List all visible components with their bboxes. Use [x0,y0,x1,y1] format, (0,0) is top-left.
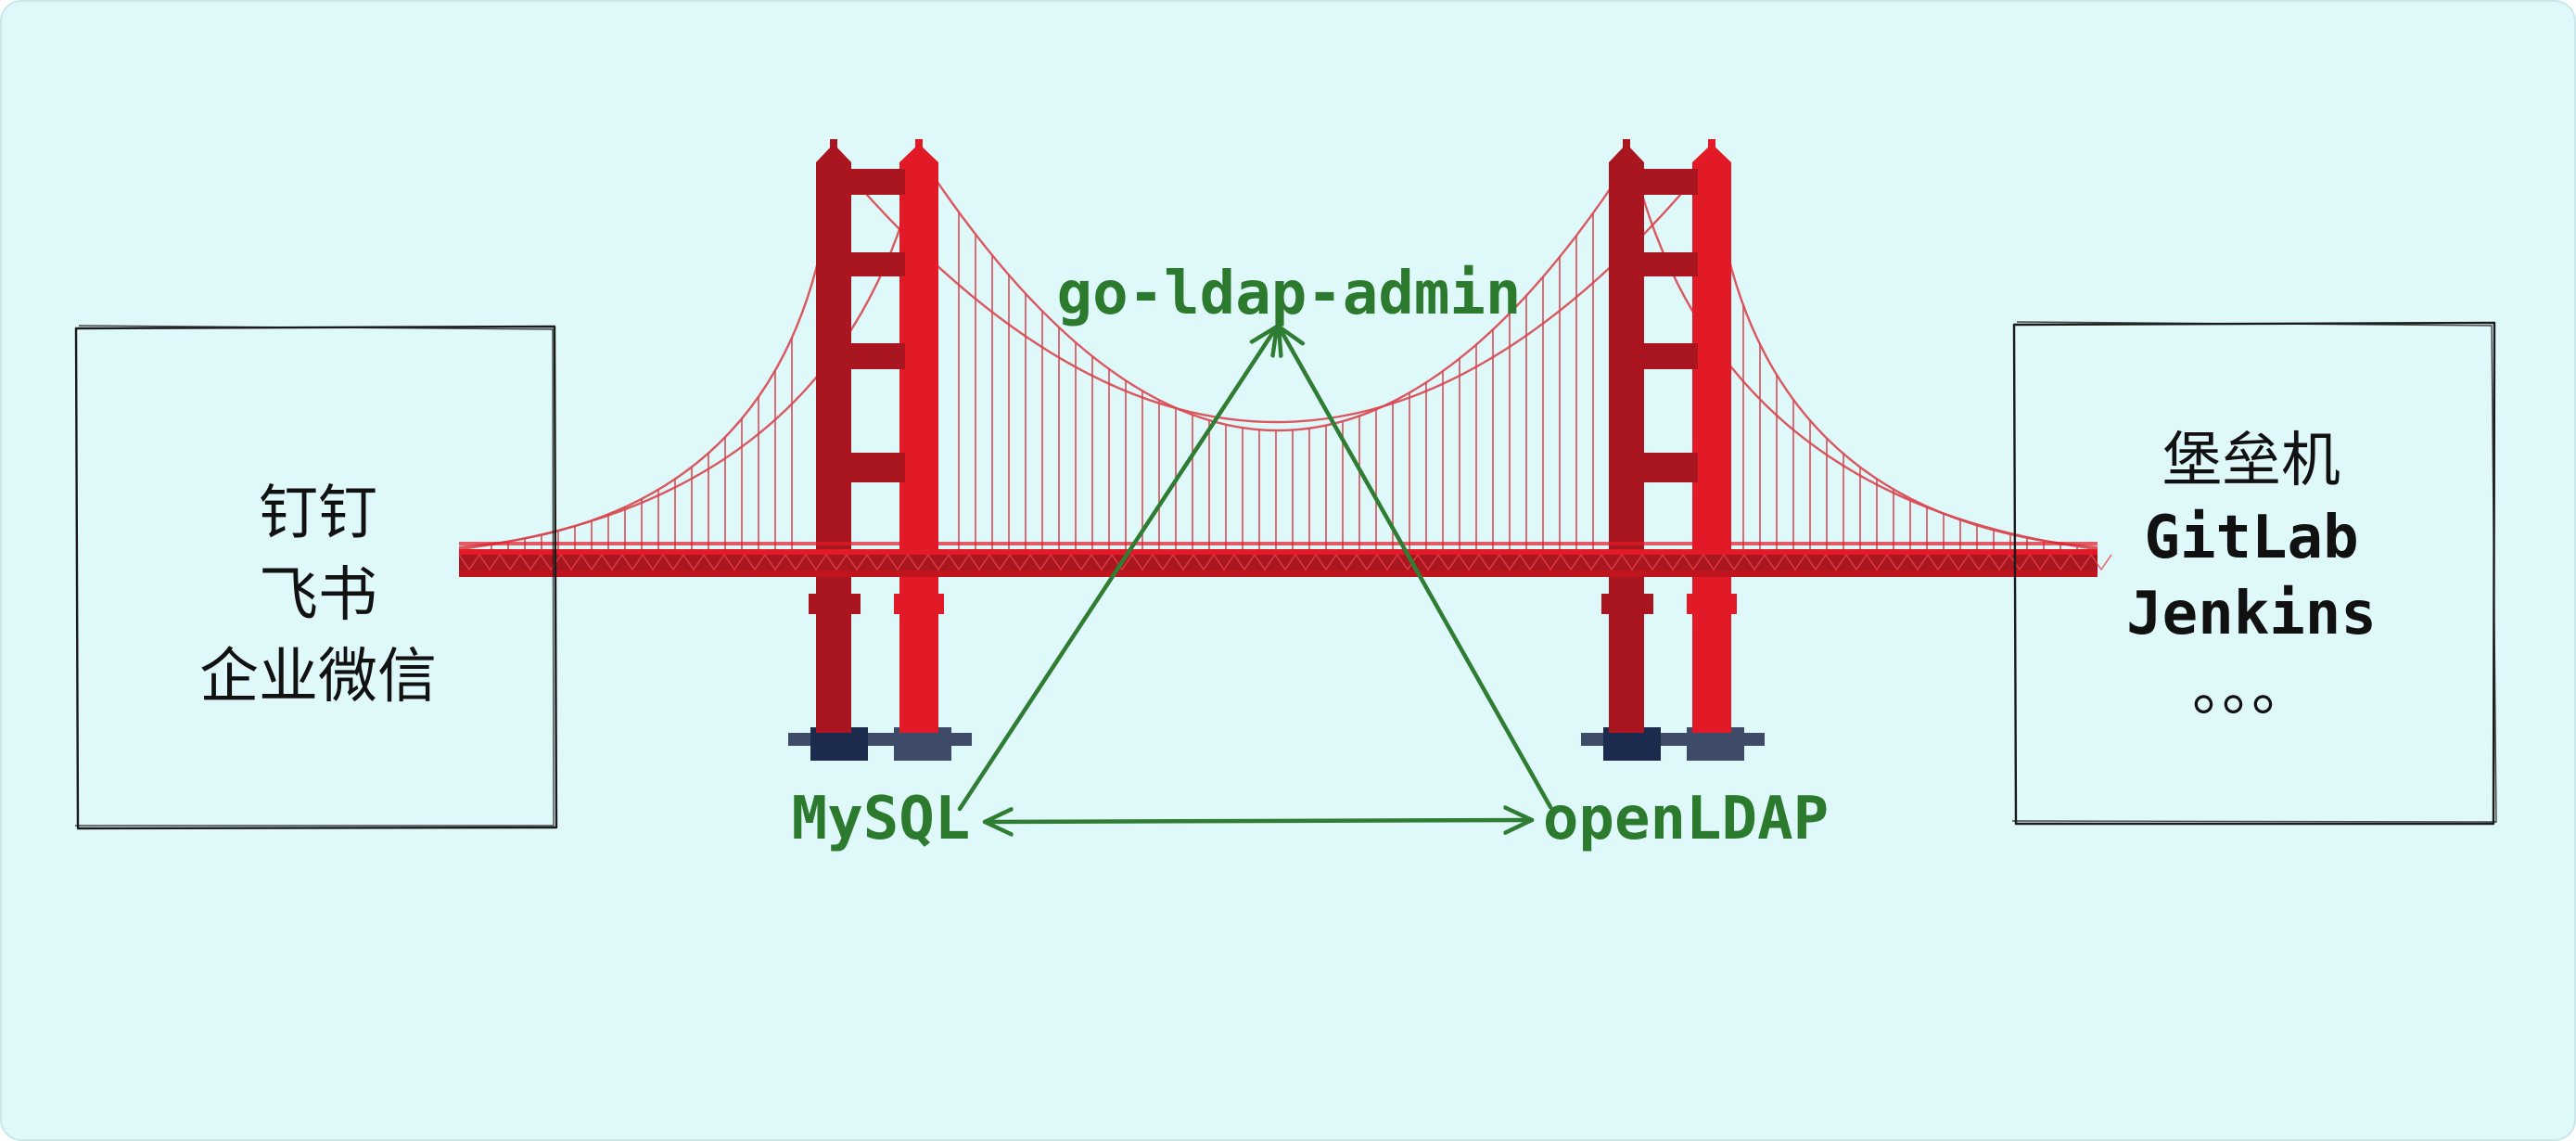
arrow-mysql-to-go-ldap-admin [957,324,1280,812]
left-box-line-1: 钉钉 [259,480,377,548]
bridge-deck [458,542,2112,577]
arrow-openldap-to-go-ldap-admin [1276,324,1553,810]
left-box-line-2: 飞书 [259,561,377,630]
left-box-line-3: 企业微信 [199,643,437,712]
node-openldap: openLDAP [1543,785,1829,853]
arrow-mysql-openldap-bidirectional [982,820,1535,822]
bridge-tower-right [1581,139,1765,761]
left-integration-box: 钉钉 飞书 企业微信 [74,325,558,830]
right-box-line-2: GitLab [2144,504,2358,572]
relationship-arrows [957,324,1553,822]
right-box-line-4: 。。。 [2192,656,2311,724]
node-go-ldap-admin: go-ldap-admin [1057,260,1522,328]
node-mysql: MySQL [792,785,971,853]
golden-gate-bridge-icon [458,139,2112,761]
bridge-hangers [491,212,2078,549]
bridge-tower-left [788,139,972,761]
right-box-line-3: Jenkins [2126,580,2377,648]
right-consumer-box: 堡垒机 GitLab Jenkins 。。。 [2011,321,2497,826]
right-box-line-1: 堡垒机 [2162,427,2340,495]
